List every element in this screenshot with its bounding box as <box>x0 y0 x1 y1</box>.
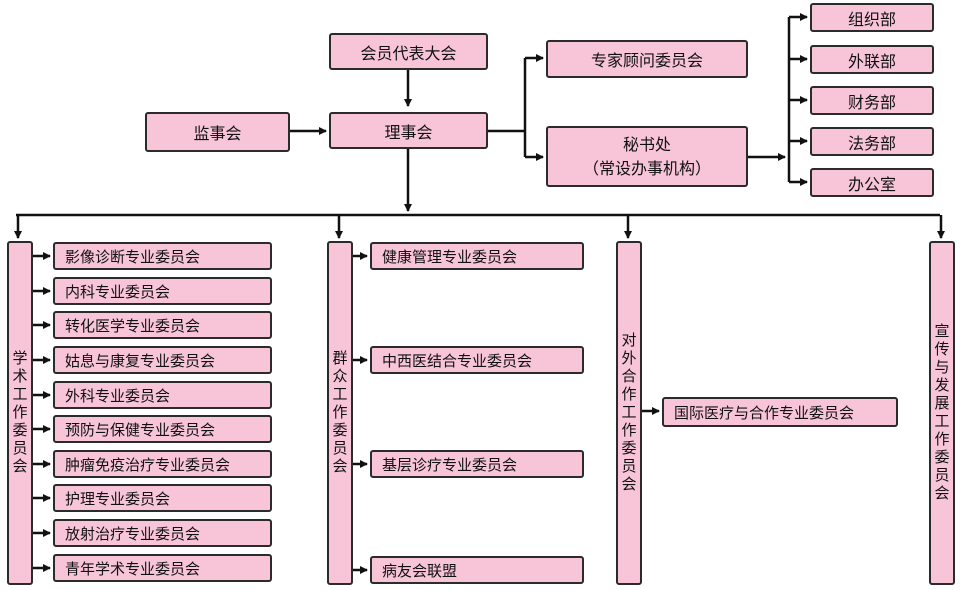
secretariat-subtitle: （常设办事机构） <box>582 158 711 178</box>
academic-item: 影像诊断专业委员会 <box>53 242 272 270</box>
department-label: 组织部 <box>847 9 896 29</box>
supervisory-box: 监事会 <box>145 112 290 152</box>
academic-item-label: 内科专业委员会 <box>65 282 171 301</box>
department-label: 财务部 <box>847 92 896 112</box>
department-label: 办公室 <box>847 174 896 194</box>
academic-item: 内科专业委员会 <box>53 277 272 305</box>
academic-item-label: 放射治疗专业委员会 <box>65 524 201 543</box>
department-box: 办公室 <box>810 168 934 197</box>
department-box: 财务部 <box>810 86 934 115</box>
academic-item: 外科专业委员会 <box>53 381 272 409</box>
secretariat-title: 秘书处 <box>622 134 671 154</box>
department-box: 外联部 <box>810 45 934 74</box>
mass-item: 病友会联盟 <box>370 556 584 584</box>
mass-item: 基层诊疗专业委员会 <box>370 450 584 478</box>
academic-item-label: 青年学术专业委员会 <box>65 559 201 578</box>
mass-item: 中西医结合专业委员会 <box>370 346 584 374</box>
supervisory-label: 监事会 <box>193 124 242 143</box>
academic-item: 转化医学专业委员会 <box>53 311 272 339</box>
academic-item: 肿瘤免疫治疗专业委员会 <box>53 450 272 478</box>
mass-item: 健康管理专业委员会 <box>370 242 584 270</box>
publicity-committee-label: 宣传与发展工作委员会 <box>932 323 951 503</box>
academic-item-label: 姑息与康复专业委员会 <box>65 351 216 370</box>
department-label: 法务部 <box>847 133 896 153</box>
mass-item-label: 病友会联盟 <box>382 561 458 580</box>
expert-label: 专家顾问委员会 <box>590 51 703 70</box>
publicity-committee-box: 宣传与发展工作委员会 <box>929 241 955 585</box>
assembly-box: 会员代表大会 <box>329 33 488 70</box>
academic-item-label: 预防与保健专业委员会 <box>65 420 216 439</box>
academic-item-label: 影像诊断专业委员会 <box>65 247 201 266</box>
expert-box: 专家顾问委员会 <box>546 40 748 78</box>
department-box: 法务部 <box>810 127 934 156</box>
academic-item-label: 外科专业委员会 <box>65 386 171 405</box>
academic-item-label: 转化医学专业委员会 <box>65 316 201 335</box>
mass-item-label: 中西医结合专业委员会 <box>382 351 533 370</box>
mass-item-label: 基层诊疗专业委员会 <box>382 455 518 474</box>
mass-item-label: 健康管理专业委员会 <box>382 247 518 266</box>
academic-committee-box: 学术工作委员会 <box>7 241 33 585</box>
academic-committee-label: 学术工作委员会 <box>10 350 29 476</box>
academic-item: 预防与保健专业委员会 <box>53 415 272 443</box>
academic-item-label: 肿瘤免疫治疗专业委员会 <box>65 455 231 474</box>
external-item: 国际医疗与合作专业委员会 <box>662 397 898 427</box>
external-committee-box: 对外合作工作委员会 <box>616 241 642 585</box>
external-item-label: 国际医疗与合作专业委员会 <box>674 403 855 422</box>
assembly-label: 会员代表大会 <box>360 43 457 63</box>
council-box: 理事会 <box>329 112 488 149</box>
department-box: 组织部 <box>810 3 934 32</box>
academic-item: 青年学术专业委员会 <box>53 554 272 582</box>
academic-item: 姑息与康复专业委员会 <box>53 346 272 374</box>
academic-item-label: 护理专业委员会 <box>65 489 171 508</box>
secretariat-box: 秘书处 （常设办事机构） <box>546 126 748 187</box>
academic-item: 放射治疗专业委员会 <box>53 519 272 547</box>
mass-committee-box: 群众工作委员会 <box>327 241 353 585</box>
mass-committee-label: 群众工作委员会 <box>330 350 349 476</box>
department-label: 外联部 <box>847 51 896 71</box>
external-committee-label: 对外合作工作委员会 <box>619 332 638 494</box>
academic-item: 护理专业委员会 <box>53 484 272 512</box>
council-label: 理事会 <box>384 122 433 142</box>
